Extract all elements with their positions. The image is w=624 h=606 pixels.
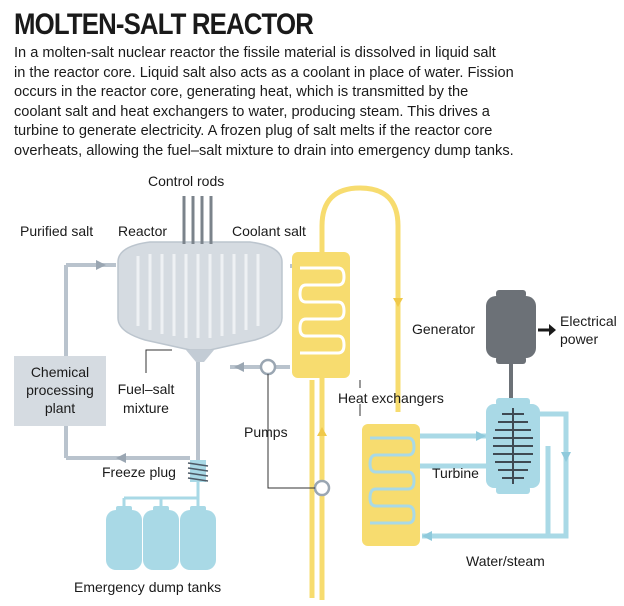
generator	[486, 290, 536, 364]
intro-paragraph: In a molten-salt nuclear reactor the fis…	[14, 44, 614, 161]
pump-icon	[259, 358, 277, 376]
label-purified-salt: Purified salt	[20, 223, 93, 239]
leader-lines	[145, 349, 361, 489]
fuel-flow-arrow	[234, 362, 244, 372]
label-coolant-salt: Coolant salt	[232, 223, 306, 239]
heat-exchanger-secondary-coil	[368, 436, 416, 525]
turbine	[486, 398, 540, 494]
label-dump-tanks: Emergency dump tanks	[74, 579, 221, 595]
intro-line: occurs in the reactor core, generating h…	[14, 84, 469, 100]
label-generator: Generator	[412, 321, 475, 337]
dump-tank-icon	[143, 506, 179, 570]
intro-line: coolant salt and heat exchangers to wate…	[14, 103, 490, 120]
control-rods	[182, 196, 213, 244]
chemical-plant-label: plant	[45, 400, 75, 416]
intro-line: in the reactor core. Liquid salt also ac…	[14, 64, 514, 81]
dump-tank-icon	[106, 506, 142, 570]
fuel-flow-arrow	[116, 453, 126, 463]
heat-exchanger-secondary	[362, 424, 420, 546]
heat-exchanger-primary-coil	[298, 266, 346, 355]
label-pumps: Pumps	[244, 424, 288, 440]
label-water-steam: Water/steam	[466, 553, 545, 569]
label-electrical-power: Electrical	[560, 313, 617, 329]
water-steam-loop	[412, 411, 569, 539]
water-flow-arrow	[422, 531, 432, 541]
intro-line: In a molten-salt nuclear reactor the fis…	[14, 45, 496, 61]
label-control-rods: Control rods	[148, 173, 224, 189]
water-flow-arrow	[476, 431, 486, 441]
fuel-flow-arrow	[96, 260, 106, 270]
intro-line: turbine to generate electricity. A froze…	[14, 123, 493, 139]
chemical-plant-label: processing	[26, 382, 94, 398]
freeze-plug-coil	[187, 462, 209, 482]
label-heat-exchangers: Heat exchangers	[338, 390, 444, 406]
label-electrical-power: power	[560, 331, 598, 347]
reactor-vessel	[117, 241, 283, 362]
label-freeze-plug: Freeze plug	[102, 464, 176, 480]
water-flow-arrow	[561, 452, 571, 462]
dump-tank-manifold	[122, 482, 200, 510]
label-fuel-salt-mixture: mixture	[123, 400, 169, 416]
diagram-title: MOLTEN-SALT REACTOR	[14, 8, 314, 41]
chemical-plant-box	[14, 356, 106, 426]
coolant-flow-arrow	[317, 427, 327, 436]
coolant-flow-arrow	[393, 298, 403, 307]
chemical-plant-label: Chemical	[31, 364, 89, 380]
pump-icon	[313, 479, 331, 497]
label-reactor: Reactor	[118, 223, 167, 239]
label-turbine: Turbine	[432, 465, 479, 481]
label-fuel-salt-mixture: Fuel–salt	[118, 381, 175, 397]
reactor-core-channels	[136, 254, 260, 338]
arrow-right-icon	[538, 324, 556, 336]
dump-tank-icon	[180, 506, 216, 570]
intro-line: overheats, allowing the fuel–salt mixtur…	[14, 142, 514, 159]
coolant-loop-outer-pipe	[319, 185, 401, 600]
